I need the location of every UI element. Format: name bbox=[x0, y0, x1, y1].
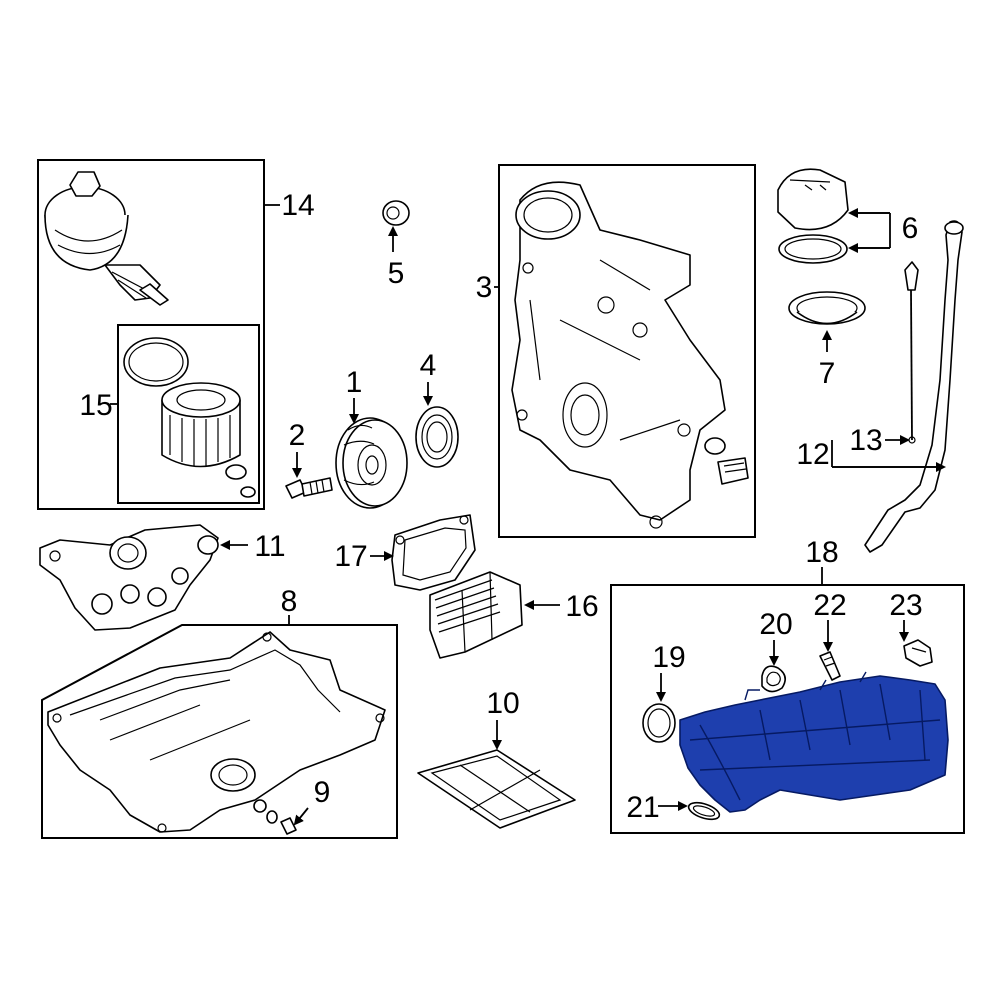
box-timing-cover bbox=[498, 164, 756, 538]
oil-cooler[interactable] bbox=[429, 571, 523, 659]
callout-8: 8 bbox=[281, 585, 298, 618]
oil-cooler-gasket[interactable] bbox=[391, 514, 476, 591]
callout-5: 5 bbox=[388, 257, 405, 290]
manifold-pressure-sensor[interactable] bbox=[819, 651, 841, 681]
callout-20: 20 bbox=[759, 608, 792, 641]
callout-14: 14 bbox=[281, 189, 314, 222]
box-oil-filter-kit bbox=[117, 324, 260, 504]
callout-12: 12 bbox=[796, 438, 829, 471]
callout-9: 9 bbox=[314, 776, 331, 809]
callout-7: 7 bbox=[819, 357, 836, 390]
leader-lines bbox=[110, 204, 946, 826]
filler-neck-seal[interactable] bbox=[788, 291, 866, 325]
callout-19: 19 bbox=[652, 641, 685, 674]
callout-16: 16 bbox=[565, 590, 598, 623]
intake-manifold-highlighted[interactable] bbox=[679, 671, 949, 813]
callout-13: 13 bbox=[849, 424, 882, 457]
callout-3: 3 bbox=[476, 271, 493, 304]
oil-filler-cap[interactable] bbox=[777, 168, 849, 264]
engine-mount-bracket[interactable] bbox=[39, 524, 219, 631]
pulley-bolt[interactable] bbox=[285, 477, 333, 499]
callout-23: 23 bbox=[889, 589, 922, 622]
callout-15: 15 bbox=[79, 389, 112, 422]
callout-21: 21 bbox=[626, 791, 659, 824]
manifold-sensor-23[interactable] bbox=[903, 639, 933, 667]
oil-filter-housing-cap[interactable] bbox=[44, 171, 169, 306]
lower-cover-gasket[interactable] bbox=[417, 749, 576, 829]
oil-pan[interactable] bbox=[47, 631, 386, 833]
callout-2: 2 bbox=[289, 419, 306, 452]
manifold-gasket[interactable] bbox=[761, 665, 786, 693]
box-oil-filter-housing bbox=[37, 159, 265, 510]
manifold-o-ring[interactable] bbox=[687, 799, 722, 822]
box-intake-manifold bbox=[610, 584, 965, 834]
box-oil-pan bbox=[41, 624, 398, 839]
callout-1: 1 bbox=[346, 366, 363, 399]
crankshaft-pulley[interactable] bbox=[335, 417, 408, 509]
oil-pan-drain-plug[interactable] bbox=[253, 799, 297, 835]
seal-small[interactable] bbox=[382, 200, 410, 226]
oil-dipstick[interactable] bbox=[904, 261, 919, 444]
callout-17: 17 bbox=[334, 540, 367, 573]
callout-22: 22 bbox=[813, 589, 846, 622]
oil-filter-element-kit[interactable] bbox=[123, 337, 256, 498]
manifold-seal-ring[interactable] bbox=[642, 703, 676, 743]
callout-11: 11 bbox=[254, 530, 285, 563]
callout-10: 10 bbox=[486, 687, 519, 720]
callout-18: 18 bbox=[805, 536, 838, 569]
crankshaft-front-seal[interactable] bbox=[415, 406, 459, 468]
callout-4: 4 bbox=[420, 349, 437, 382]
callout-6: 6 bbox=[902, 212, 919, 245]
timing-cover[interactable] bbox=[511, 181, 749, 529]
